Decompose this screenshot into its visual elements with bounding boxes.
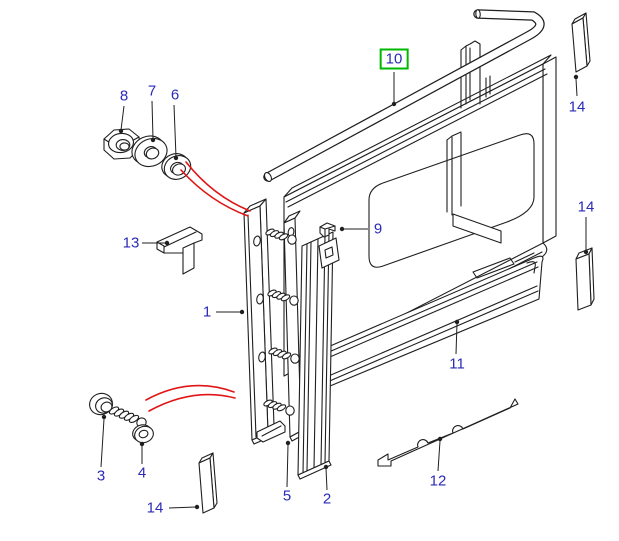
callout-8[interactable]: 8 [119,87,129,105]
callout-7[interactable]: 7 [147,82,157,100]
washer-part-7-art [131,135,168,168]
channel-part-2-art [297,231,340,480]
red-locator-arcs [145,161,251,412]
callout-2[interactable]: 2 [322,490,332,508]
callout-11[interactable]: 11 [449,355,465,373]
callout-14-bottom-left[interactable]: 14 [146,499,164,517]
callout-leader-lines [100,72,589,510]
pad-part-14-top-right-art [571,12,591,73]
notched-strip-part-12-art [377,398,519,467]
callout-6[interactable]: 6 [170,86,180,104]
screw-part-3-art [89,392,147,428]
callout-14-top-right[interactable]: 14 [568,98,586,116]
channel-part-1-art [243,198,286,445]
callout-5[interactable]: 5 [282,487,292,505]
rod-part-10-art [263,9,545,183]
callout-13[interactable]: 13 [122,234,140,252]
callout-1[interactable]: 1 [202,303,212,321]
callout-12[interactable]: 12 [429,472,447,490]
clip-part-9-art [319,222,336,238]
callout-4[interactable]: 4 [137,464,147,482]
pad-part-14-mid-right-art [575,247,595,311]
bracket-part-13-art [156,226,203,275]
washer-part-4-art [132,424,154,444]
callout-14-mid-right[interactable]: 14 [577,198,595,216]
pad-part-14-bottom-left-art [198,452,218,514]
callout-9[interactable]: 9 [373,220,383,238]
callout-3[interactable]: 3 [96,467,106,485]
nut-part-8-art [103,128,141,160]
callout-10-highlighted[interactable]: 10 [379,48,409,70]
lower-rail-part-11-art [313,255,544,392]
